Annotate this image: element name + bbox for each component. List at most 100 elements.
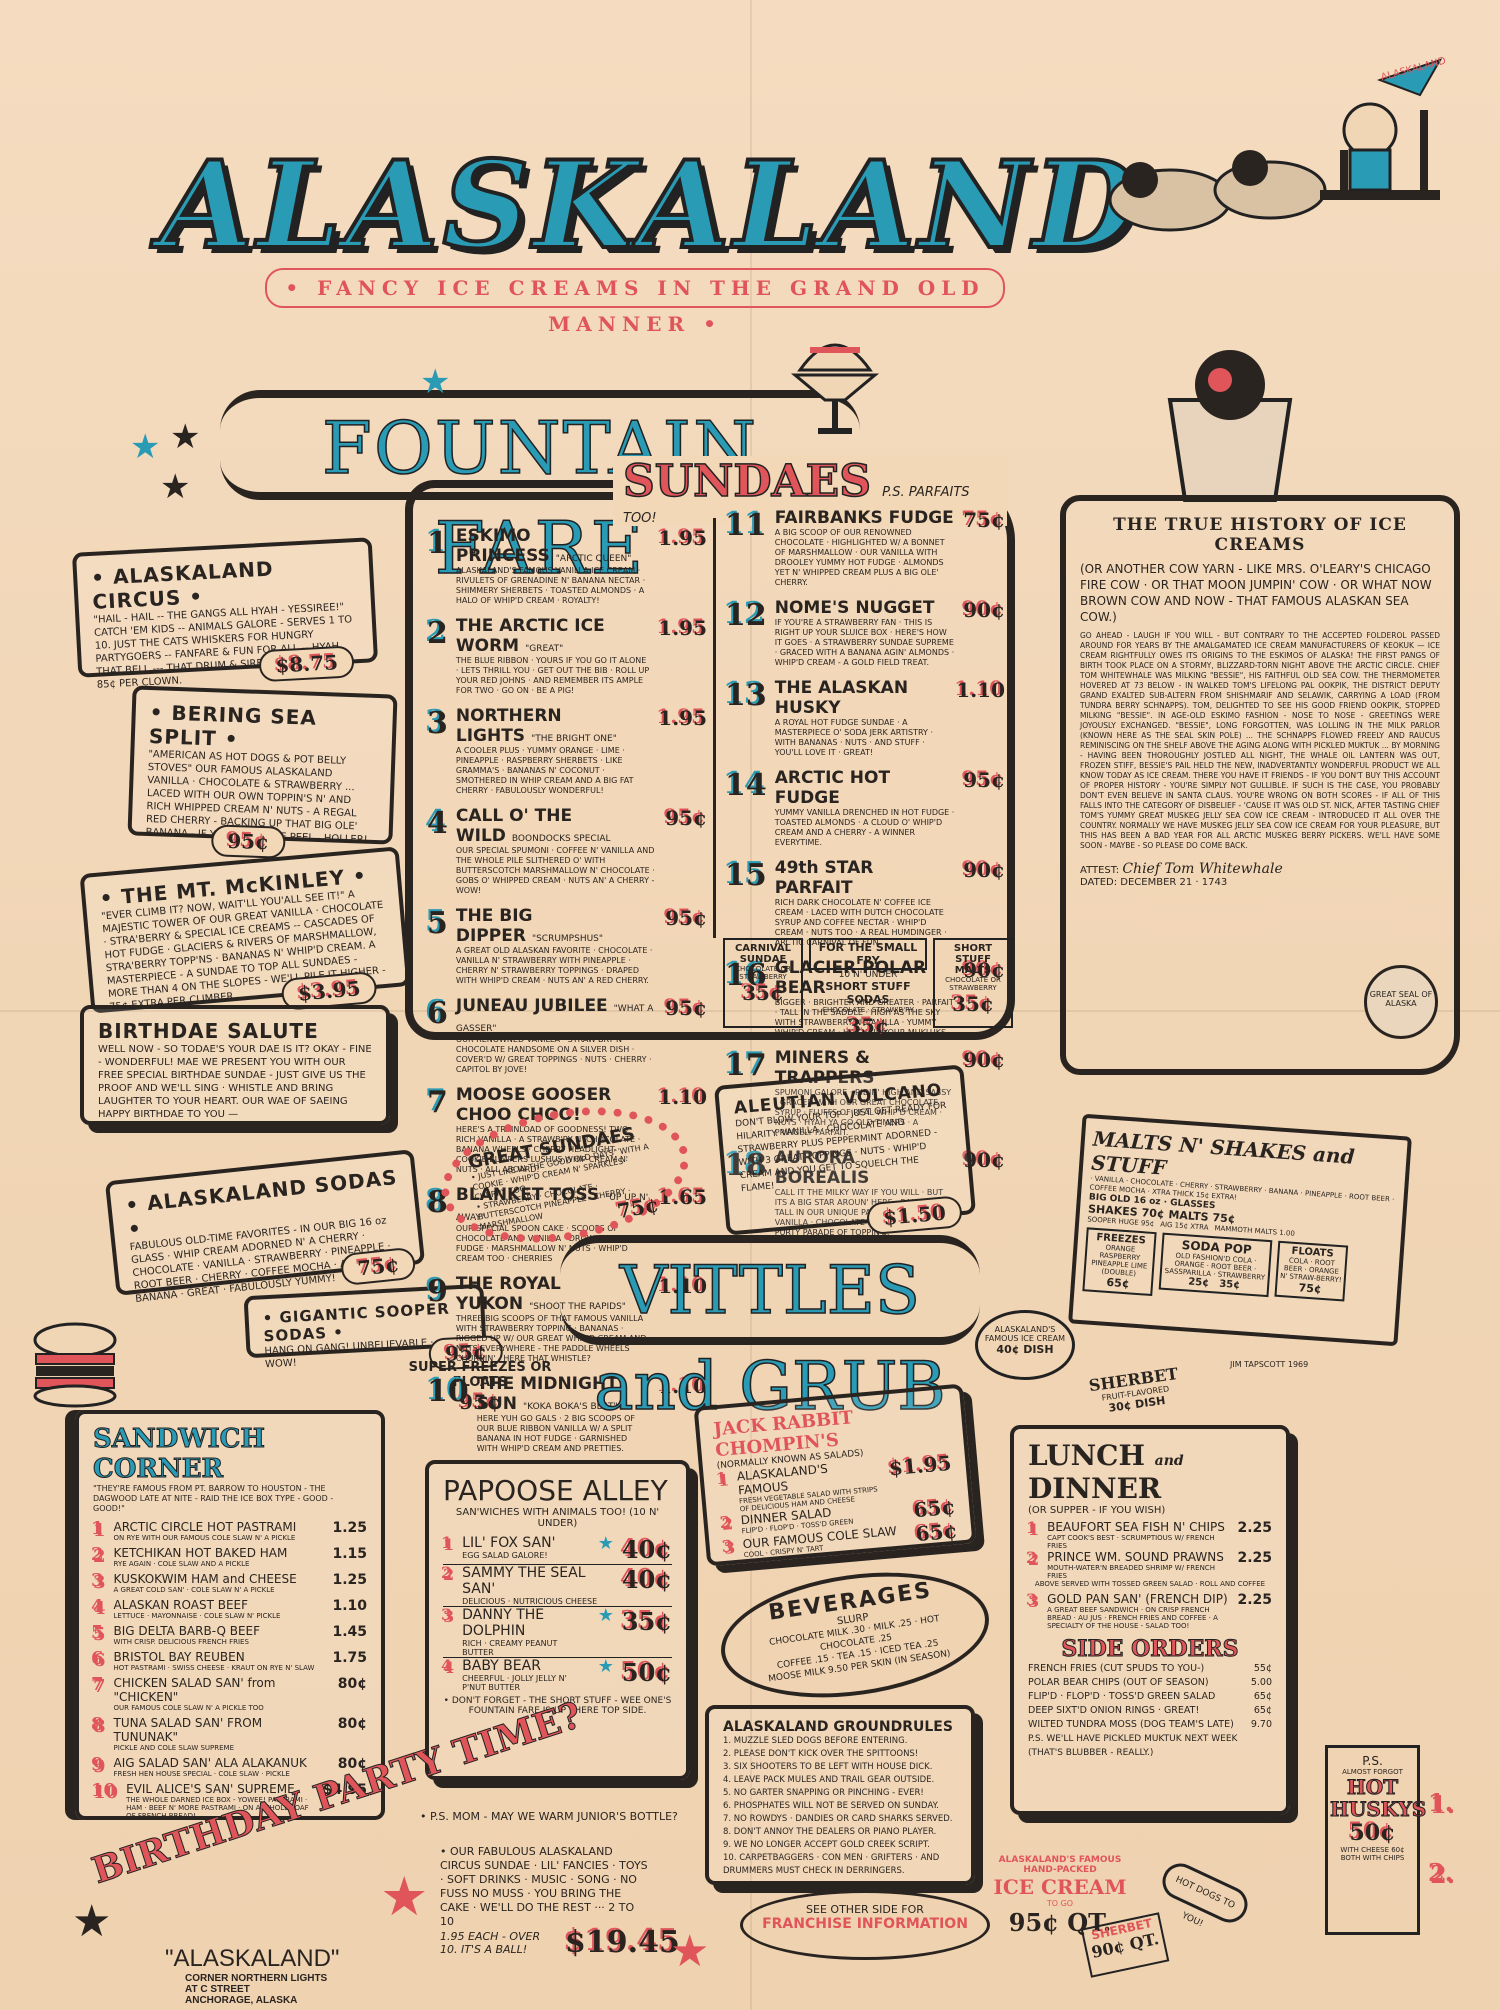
soda-pop-price-small: 25¢ bbox=[1187, 1276, 1210, 1289]
item-number: 3 bbox=[1028, 1592, 1040, 1611]
soda-pop-box: SODA POP OLD FASHION'D COLA · ORANGE · R… bbox=[1158, 1232, 1273, 1298]
side-orders-title: SIDE ORDERS bbox=[1061, 1636, 1239, 1663]
item-number: 14 bbox=[725, 768, 767, 803]
item-desc: EGG SALAD GALORE! bbox=[462, 1551, 548, 1560]
to-go-price: 95¢ QT. bbox=[1008, 1908, 1112, 1937]
address-block: "ALASKALAND" CORNER NORTHERN LIGHTS AT C… bbox=[165, 1945, 339, 2006]
item-desc: A GREAT COLD SAN' · COLE SLAW N' A PICKL… bbox=[113, 1586, 275, 1594]
item-number: 3 bbox=[443, 1607, 455, 1626]
item-name: POLAR BEAR CHIPS (OUT OF SEASON) bbox=[1028, 1677, 1209, 1688]
sundaes-title: SUNDAES bbox=[622, 455, 871, 508]
star-icon: ★ bbox=[597, 1656, 614, 1677]
title-lunch: LUNCH bbox=[1028, 1439, 1145, 1472]
item-number: 3 bbox=[723, 1538, 736, 1558]
beverage-price: .15 bbox=[813, 1653, 830, 1666]
item-number: 18 bbox=[725, 1148, 767, 1183]
fold-line-horizontal bbox=[0, 1010, 1500, 1012]
item-desc: CHOCOLATE OR STRAWBERRY bbox=[735, 965, 791, 981]
ice-cream-to-go: ALASKALAND'S FAMOUS HAND-PACKED ICE CREA… bbox=[990, 1855, 1130, 1937]
item-desc: BIGGER · BRIGHTER AND GREATER · PARFAIT … bbox=[774, 998, 954, 1037]
item-price: 65¢ bbox=[1253, 1705, 1272, 1716]
floats-flavors: COLA · ROOT BEER · ORANGE N' STRAW-BERRY… bbox=[1279, 1256, 1342, 1285]
item-tag: "SCRUMPSHUS" bbox=[531, 934, 604, 944]
item-price: 90¢ bbox=[963, 958, 1005, 982]
item-number: 2 bbox=[721, 1514, 734, 1535]
franchise-oval: SEE OTHER SIDE FOR FRANCHISE INFORMATION bbox=[740, 1890, 990, 1960]
item-price: 65¢ bbox=[914, 1518, 959, 1547]
papoose-alley-subtitle: SAN'WICHES WITH ANIMALS TOO! (10 N' UNDE… bbox=[455, 1507, 660, 1529]
item-name: NOME'S NUGGET bbox=[774, 598, 935, 618]
special-alaskaland-circus: • ALASKALAND CIRCUS • "HAIL - HAIL -- TH… bbox=[71, 537, 379, 691]
item-name: LIL' FOX SAN' bbox=[462, 1535, 556, 1551]
side-order-item: FRENCH FRIES (CUT SPUDS TO YOU-)55¢ bbox=[1028, 1662, 1272, 1676]
item-desc: ALASKALAND'S FAMOUS VANILLA ICE CREAM · … bbox=[455, 566, 646, 605]
hot-huskys-side-2: 2. bbox=[1430, 1860, 1456, 1889]
freezes-floats-note: SUPER FREEZES OR FLOATS 95¢ bbox=[395, 1360, 565, 1414]
seal-label: GREAT SEAL OF ALASKA bbox=[1369, 990, 1433, 1008]
item-price: $1.95 bbox=[887, 1450, 953, 1481]
item-desc: IF YOU'RE A STRAWBERRY FAN · THIS IS RIG… bbox=[774, 618, 955, 667]
item-desc: OUR SPECIAL SPOON CAKE · SCOOPS OF CHOCO… bbox=[455, 1224, 643, 1263]
item-price: 2.25 bbox=[1237, 1592, 1272, 1608]
item-price: 95¢ bbox=[665, 906, 707, 930]
item-number: 7 bbox=[93, 1676, 106, 1697]
item-name: THE ARCTIC ICE WORM bbox=[455, 616, 605, 656]
item-price: 1.10 bbox=[332, 1598, 367, 1614]
item-tag: "WHAT A GASSER" bbox=[455, 1004, 654, 1034]
to-go-title: ICE CREAM bbox=[993, 1875, 1127, 1899]
lunch-dinner-subtitle: (OR SUPPER - IF YOU WISH) bbox=[1028, 1505, 1166, 1516]
item-number: 8 bbox=[427, 1185, 448, 1220]
history-attest: ATTEST: Chief Tom Whitewhale DATED: DECE… bbox=[1080, 861, 1440, 888]
great-seal: GREAT SEAL OF ALASKA bbox=[1364, 965, 1438, 1039]
item-price: 1.95 bbox=[658, 616, 707, 640]
item-number: 2 bbox=[443, 1565, 455, 1584]
sundae-glass-icon bbox=[790, 343, 880, 434]
item-desc: RICH · CREAMY PEANUT BUTTER bbox=[462, 1639, 558, 1657]
star-icon: ★ bbox=[130, 427, 161, 467]
papoose-alley-title: PAPOOSE ALLEY bbox=[443, 1474, 668, 1507]
item-price: 35¢ bbox=[621, 1607, 672, 1636]
small-fry-section: CARNIVAL SUNDAE CHOCOLATE OR STRAWBERRY … bbox=[723, 938, 1013, 1038]
side-order-item: WILTED TUNDRA MOSS (DOG TEAM'S LATE)9.70 bbox=[1028, 1718, 1272, 1732]
item-price: 95¢ bbox=[665, 806, 707, 830]
beverage-price: .25 bbox=[877, 1632, 893, 1645]
side-order-item: DEEP SIXT'D ONION RINGS · GREAT!65¢ bbox=[1028, 1704, 1272, 1718]
item-number: 11 bbox=[725, 508, 767, 543]
sundaes-subtitle: P.S. PARFAITS TOO! bbox=[623, 485, 970, 526]
rule-item: 4. LEAVE PACK MULES AND TRAIL GEAR OUTSI… bbox=[723, 1775, 935, 1785]
small-fry-sublabel: 10 N' UNDER bbox=[838, 970, 898, 980]
item-tag: "ARCTIC QUEEN" bbox=[555, 554, 632, 564]
item-price: 40¢ bbox=[621, 1535, 672, 1564]
item-name: SHORT STUFF MALTS bbox=[953, 943, 993, 976]
item-name: THE ALASKAN HUSKY bbox=[774, 678, 909, 718]
item-name: BRISTOL BAY REUBEN bbox=[113, 1650, 245, 1664]
hot-huskys-side-1: 1. bbox=[1430, 1790, 1456, 1819]
item-price: 1.15 bbox=[332, 1546, 367, 1562]
item-tag: "THE BRIGHT ONE" bbox=[531, 734, 617, 744]
tagline: • FANCY ICE CREAMS IN THE GRAND OLD MANN… bbox=[265, 268, 1005, 336]
item-desc: PICKLE AND COLE SLAW SUPREME bbox=[113, 1744, 235, 1752]
item-name: KUSKOKWIM HAM and CHEESE bbox=[113, 1572, 297, 1586]
item-number: 12 bbox=[725, 598, 767, 633]
item-price: 9.70 bbox=[1250, 1719, 1272, 1730]
item-number: 13 bbox=[725, 678, 767, 713]
beverage-name: TEA bbox=[836, 1650, 856, 1663]
item-number: 2 bbox=[1028, 1550, 1040, 1569]
item-name: EVIL ALICE'S SAN' SUPREME bbox=[126, 1782, 295, 1796]
beverage-name: MILK bbox=[872, 1620, 896, 1634]
item-desc: HERE'S A TRAINLOAD OF GOODNESS! TWO RICH… bbox=[455, 1125, 641, 1174]
special-bering-sea-split: • BERING SEA SPLIT • "AMERICAN AS HOT DO… bbox=[127, 685, 398, 859]
